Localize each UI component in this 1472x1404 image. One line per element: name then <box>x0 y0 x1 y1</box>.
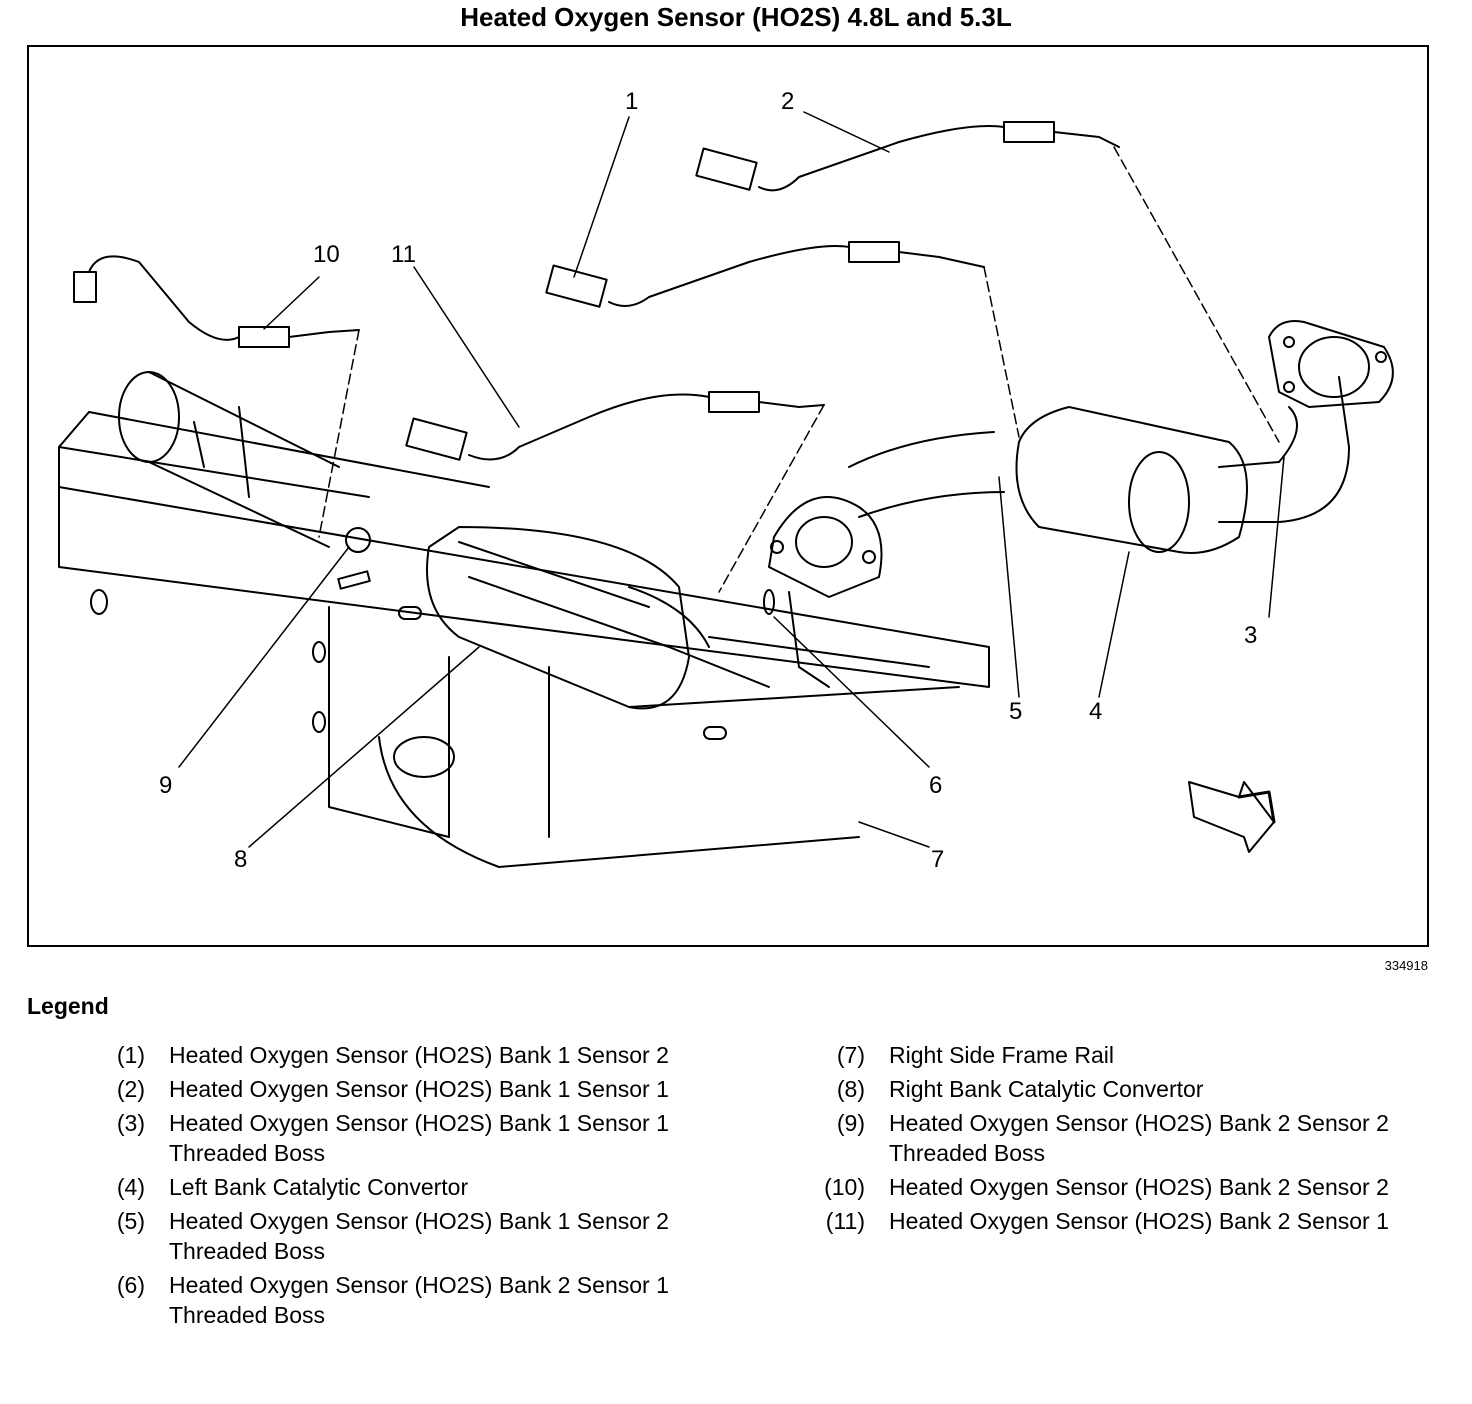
frame-rail <box>58 411 990 868</box>
legend-item: (10) Heated Oxygen Sensor (HO2S) Bank 2 … <box>805 1172 1405 1202</box>
legend-number: (8) <box>836 1076 865 1102</box>
legend-text: Heated Oxygen Sensor (HO2S) Bank 1 Senso… <box>169 1076 669 1102</box>
legend-item: (1) Heated Oxygen Sensor (HO2S) Bank 1 S… <box>85 1040 705 1070</box>
diagram-frame: 1 2 3 4 5 6 7 8 9 10 11 <box>27 45 1429 947</box>
legend-text: Heated Oxygen Sensor (HO2S) Bank 1 Senso… <box>169 1042 669 1068</box>
legend-item: (6) Heated Oxygen Sensor (HO2S) Bank 2 S… <box>85 1270 705 1330</box>
sensor-10 <box>73 255 360 348</box>
figure-id: 334918 <box>1384 958 1428 973</box>
legend-item: (11) Heated Oxygen Sensor (HO2S) Bank 2 … <box>805 1206 1405 1236</box>
legend-number: (7) <box>836 1042 865 1068</box>
legend-item: (3) Heated Oxygen Sensor (HO2S) Bank 1 S… <box>85 1108 705 1168</box>
legend-item: (7) Right Side Frame Rail <box>805 1040 1405 1070</box>
legend-number: (11) <box>825 1208 865 1234</box>
callout-4: 4 <box>1089 698 1102 725</box>
legend-number: (1) <box>116 1042 145 1068</box>
legend-text: Heated Oxygen Sensor (HO2S) Bank 2 Senso… <box>889 1110 1389 1166</box>
exhaust-illustration: 1 2 3 4 5 6 7 8 9 10 11 <box>58 88 1394 873</box>
callout-6: 6 <box>929 772 942 799</box>
sensor-1 <box>545 241 985 308</box>
leader-lines <box>178 111 1285 848</box>
callout-8: 8 <box>234 846 247 873</box>
left-bank-catalytic-convertor <box>848 376 1350 554</box>
callout-7: 7 <box>931 846 944 873</box>
legend-text: Heated Oxygen Sensor (HO2S) Bank 1 Senso… <box>169 1208 669 1264</box>
legend-item: (5) Heated Oxygen Sensor (HO2S) Bank 1 S… <box>85 1206 705 1266</box>
callout-5: 5 <box>1009 698 1022 725</box>
legend-number: (10) <box>824 1174 865 1200</box>
legend-item: (4) Left Bank Catalytic Convertor <box>85 1172 705 1202</box>
legend-item: (8) Right Bank Catalytic Convertor <box>805 1074 1405 1104</box>
callout-11: 11 <box>391 241 416 268</box>
legend-heading: Legend <box>27 993 109 1019</box>
right-bank-catalytic-convertor <box>118 371 960 710</box>
direction-arrow-icon <box>1188 781 1276 853</box>
legend-text: Heated Oxygen Sensor (HO2S) Bank 2 Senso… <box>889 1208 1389 1234</box>
legend-text: Right Bank Catalytic Convertor <box>889 1076 1204 1102</box>
right-flange <box>763 496 883 688</box>
callout-2: 2 <box>781 88 794 115</box>
legend-number: (9) <box>836 1110 865 1136</box>
callout-labels: 1 2 3 4 5 6 7 8 9 10 11 <box>159 88 1257 873</box>
threaded-boss-9 <box>345 527 371 553</box>
sensor-2 <box>695 121 1120 192</box>
legend-text: Heated Oxygen Sensor (HO2S) Bank 1 Senso… <box>169 1110 669 1166</box>
legend-number: (5) <box>116 1208 145 1234</box>
callout-9: 9 <box>159 772 172 799</box>
diagram-title: Heated Oxygen Sensor (HO2S) 4.8L and 5.3… <box>460 2 1012 32</box>
legend-item: (9) Heated Oxygen Sensor (HO2S) Bank 2 S… <box>805 1108 1405 1168</box>
callout-10: 10 <box>313 241 340 268</box>
sensor-11 <box>405 391 825 461</box>
legend-left-column: (1) Heated Oxygen Sensor (HO2S) Bank 1 S… <box>85 1040 705 1334</box>
legend-number: (6) <box>116 1272 145 1298</box>
left-flange <box>1268 320 1394 408</box>
legend-text: Right Side Frame Rail <box>889 1042 1114 1068</box>
callout-3: 3 <box>1244 622 1257 649</box>
legend-text: Heated Oxygen Sensor (HO2S) Bank 2 Senso… <box>889 1174 1389 1200</box>
callout-1: 1 <box>625 88 638 115</box>
legend-text: Left Bank Catalytic Convertor <box>169 1174 469 1200</box>
legend-item: (2) Heated Oxygen Sensor (HO2S) Bank 1 S… <box>85 1074 705 1104</box>
legend-text: Heated Oxygen Sensor (HO2S) Bank 2 Senso… <box>169 1272 669 1328</box>
legend-number: (4) <box>116 1174 145 1200</box>
legend-number: (3) <box>116 1110 145 1136</box>
legend-number: (2) <box>116 1076 145 1102</box>
legend-right-column: (7) Right Side Frame Rail (8) Right Bank… <box>805 1040 1405 1240</box>
